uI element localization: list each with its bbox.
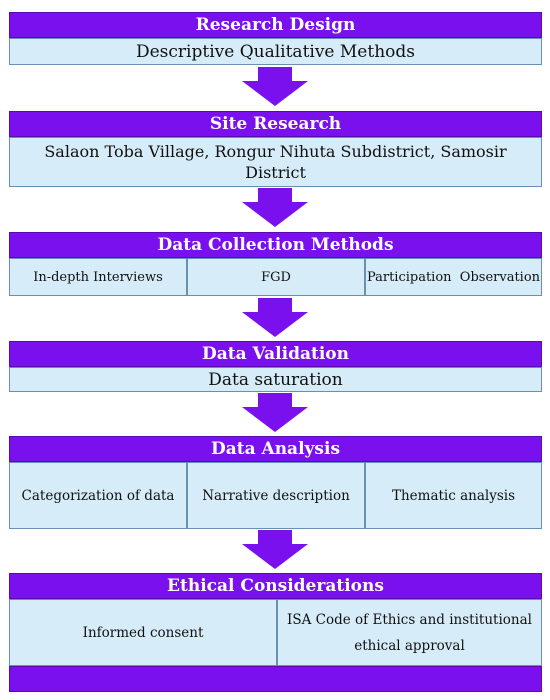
site-research-content: Salaon Toba Village, Rongur Nihuta Subdi… <box>9 137 542 187</box>
header-ethical-considerations: Ethical Considerations <box>9 573 542 599</box>
cell-informed-consent: Informed consent <box>9 599 277 666</box>
header-data-collection-methods: Data Collection Methods <box>9 232 542 258</box>
cell-participation-observation: Participation Observation <box>365 258 542 296</box>
header-site-research: Site Research <box>9 111 542 137</box>
arrow-down-3 <box>242 298 308 337</box>
arrow-down-5 <box>242 530 308 569</box>
data-validation-content: Data saturation <box>9 367 542 392</box>
footer-bar <box>9 666 542 692</box>
header-research-design: Research Design <box>9 12 542 38</box>
cell-fgd: FGD <box>187 258 365 296</box>
cell-narrative-description: Narrative description <box>187 462 365 529</box>
header-data-analysis: Data Analysis <box>9 436 542 462</box>
cell-categorization-of-data: Categorization of data <box>9 462 187 529</box>
isa-code-line-2: ethical approval <box>354 637 465 654</box>
header-data-validation: Data Validation <box>9 341 542 367</box>
arrow-down-1 <box>242 67 308 106</box>
research-design-content: Descriptive Qualitative Methods <box>9 38 542 65</box>
site-research-line-2: District <box>245 163 306 182</box>
cell-isa-code-of-ethics: ISA Code of Ethics and institutional eth… <box>277 599 542 666</box>
cell-thematic-analysis: Thematic analysis <box>365 462 542 529</box>
isa-code-line-1: ISA Code of Ethics and institutional <box>287 611 532 628</box>
arrow-down-4 <box>242 393 308 432</box>
cell-in-depth-interviews: In-depth Interviews <box>9 258 187 296</box>
site-research-line-1: Salaon Toba Village, Rongur Nihuta Subdi… <box>44 142 507 161</box>
arrow-down-2 <box>242 188 308 227</box>
